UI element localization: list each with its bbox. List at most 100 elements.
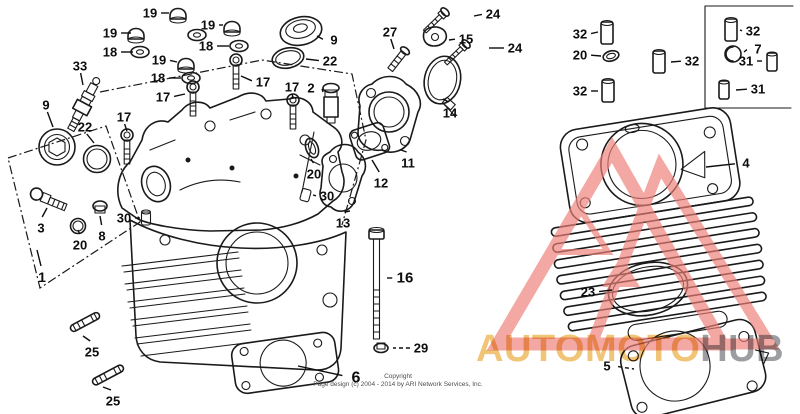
sealing-bolt-art bbox=[322, 82, 340, 124]
callout-leader-32 bbox=[739, 29, 743, 32]
cylinder-head-cover-art bbox=[117, 92, 345, 232]
callout-label-12: 12 bbox=[374, 176, 388, 191]
callout-leader-9 bbox=[46, 111, 54, 128]
callout-label-3: 3 bbox=[37, 221, 44, 236]
logo-triangle-medium bbox=[584, 153, 780, 350]
callout-label-23: 23 bbox=[581, 285, 595, 300]
callout-label-14: 14 bbox=[443, 106, 458, 121]
callout-leader-33 bbox=[79, 72, 84, 86]
dowel-pins-art bbox=[600, 16, 778, 103]
callout-leader-12 bbox=[371, 159, 380, 173]
callout-label-27: 27 bbox=[383, 25, 397, 40]
callout-leader-5 bbox=[617, 365, 635, 370]
callout-label-24: 24 bbox=[508, 41, 523, 56]
callout-leader-27 bbox=[390, 38, 395, 50]
callout-leader-20 bbox=[310, 158, 315, 164]
nut-29 bbox=[373, 342, 389, 354]
callout-leader-19 bbox=[169, 59, 178, 63]
callout-label-20: 20 bbox=[307, 167, 321, 182]
seal-7 bbox=[724, 45, 742, 63]
cover-bolts-art bbox=[120, 53, 300, 165]
small-parts-art bbox=[29, 131, 320, 235]
studs-art bbox=[69, 311, 125, 386]
spark-plug-art bbox=[67, 76, 101, 133]
callout-leader-14 bbox=[442, 98, 449, 103]
callout-leader-32 bbox=[590, 31, 599, 35]
callout-leader-17 bbox=[173, 93, 186, 98]
callout-label-31: 31 bbox=[739, 54, 753, 69]
callout-leader-23 bbox=[598, 289, 613, 293]
callout-leader-25 bbox=[102, 386, 112, 391]
cylinder-head-art bbox=[121, 219, 347, 371]
callout-leader-17 bbox=[123, 123, 128, 132]
callout-leader-24 bbox=[473, 13, 483, 17]
callout-leader-7 bbox=[743, 49, 748, 53]
tappet-cap-art bbox=[38, 128, 112, 174]
callout-label-32: 32 bbox=[746, 24, 760, 39]
adjuster-3 bbox=[29, 187, 68, 212]
callout-label-24: 24 bbox=[486, 7, 501, 22]
logo-triangle-small bbox=[549, 205, 614, 255]
callout-label-9: 9 bbox=[330, 33, 337, 48]
callout-leader-13 bbox=[344, 210, 351, 213]
callout-label-18: 18 bbox=[103, 45, 117, 60]
callout-label-6: 6 bbox=[352, 370, 361, 387]
watermark-brand-text: AUTOMOTOHUB bbox=[476, 328, 784, 371]
callout-label-33: 33 bbox=[73, 59, 87, 74]
callout-leader-8 bbox=[99, 215, 103, 226]
copyright-line2: Page design (c) 2004 - 2014 by ARI Netwo… bbox=[313, 380, 483, 388]
callout-label-17: 17 bbox=[156, 90, 170, 105]
copyright-line1: Copyright bbox=[384, 373, 412, 380]
long-bolt-art bbox=[368, 226, 389, 354]
callout-leader-22 bbox=[305, 58, 320, 62]
callout-label-19: 19 bbox=[103, 26, 117, 41]
callout-leader-20 bbox=[590, 54, 602, 57]
dashdot-region-lines bbox=[7, 59, 367, 289]
callout-label-19: 19 bbox=[143, 6, 157, 21]
callout-label-4: 4 bbox=[742, 156, 750, 171]
callout-leader-9 bbox=[316, 35, 324, 40]
callout-leader-6 bbox=[297, 365, 343, 377]
copyright-footer: Copyright Page design (c) 2004 - 2014 by… bbox=[312, 373, 484, 388]
callout-label-17: 17 bbox=[256, 75, 270, 90]
callout-label-22: 22 bbox=[78, 120, 92, 135]
callout-label-25: 25 bbox=[85, 345, 99, 360]
callout-label-18: 18 bbox=[151, 71, 165, 86]
callout-label-17: 17 bbox=[285, 80, 299, 95]
callout-label-11: 11 bbox=[401, 156, 415, 171]
callout-leader-17 bbox=[291, 93, 294, 99]
brand-text-gold: AUTOMOTO bbox=[476, 328, 701, 370]
callout-label-5: 5 bbox=[603, 359, 610, 374]
insulator-art bbox=[348, 121, 391, 161]
cap-8 bbox=[92, 200, 108, 214]
callout-leader-17 bbox=[240, 75, 253, 82]
callout-label-22: 22 bbox=[323, 54, 337, 69]
callout-leader-4 bbox=[705, 163, 736, 168]
callout-leader-11 bbox=[400, 149, 407, 153]
callout-label-20: 20 bbox=[73, 238, 87, 253]
base-gasket-art bbox=[619, 318, 770, 414]
callout-label-15: 15 bbox=[459, 32, 473, 47]
flange-bolts-art bbox=[422, 7, 471, 66]
tube-clamp-art bbox=[422, 26, 448, 47]
callout-label-1: 1 bbox=[38, 269, 46, 285]
callout-label-25: 25 bbox=[106, 394, 120, 409]
callout-label-20: 20 bbox=[573, 48, 587, 63]
callout-label-13: 13 bbox=[336, 216, 350, 231]
brand-text-gray: HUB bbox=[700, 328, 785, 370]
callout-label-18: 18 bbox=[199, 39, 213, 54]
callout-leader-20 bbox=[77, 229, 81, 235]
callout-leader-15 bbox=[448, 38, 456, 41]
logo-triangle-filled bbox=[602, 256, 640, 287]
callout-label-32: 32 bbox=[685, 54, 699, 69]
callout-label-9: 9 bbox=[42, 98, 49, 113]
cylinder-fins bbox=[550, 196, 767, 332]
callout-label-7: 7 bbox=[754, 42, 761, 57]
head-fins bbox=[121, 251, 255, 357]
callout-leader-30 bbox=[312, 194, 317, 197]
callout-leader-25 bbox=[82, 335, 91, 342]
callout-label-31: 31 bbox=[751, 82, 765, 97]
callout-label-19: 19 bbox=[201, 18, 215, 33]
